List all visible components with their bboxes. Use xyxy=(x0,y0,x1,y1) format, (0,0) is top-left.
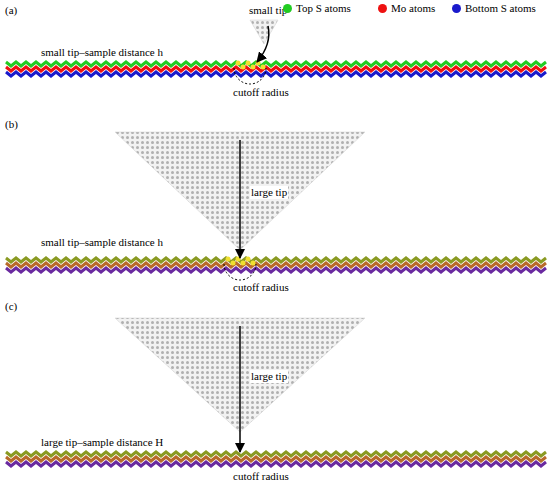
cutoff-atom xyxy=(241,65,246,70)
distance-arrow xyxy=(257,26,269,62)
distance-arrow xyxy=(239,326,241,452)
distance-arrow xyxy=(239,140,241,258)
small-tip xyxy=(250,20,278,44)
atom-row xyxy=(6,268,546,272)
atom-row xyxy=(6,462,546,466)
cutoff-atom xyxy=(246,257,251,262)
cutoff-atom xyxy=(226,257,231,262)
legend-swatch xyxy=(378,4,387,13)
panel-label: (b) xyxy=(4,118,19,131)
distance-label: large tip–sample distance H xyxy=(40,436,164,449)
legend-item: Bottom S atoms xyxy=(452,2,536,15)
cutoff-atom xyxy=(251,65,256,70)
cutoff-atom xyxy=(251,261,256,266)
cutoff-label: cutoff radius xyxy=(232,86,290,99)
cutoff-atom xyxy=(236,61,241,66)
distance-label: small tip–sample distance h xyxy=(40,236,164,249)
atom-row xyxy=(6,72,546,76)
cutoff-atom xyxy=(241,261,246,266)
cutoff-atom xyxy=(231,261,236,266)
legend-item: Mo atoms xyxy=(378,2,435,15)
legend-swatch xyxy=(283,4,292,13)
cutoff-label: cutoff radius xyxy=(232,281,290,294)
legend-swatch xyxy=(452,4,461,13)
cutoff-label: cutoff radius xyxy=(232,470,290,483)
legend-text: Top S atoms xyxy=(296,2,351,15)
legend-text: Mo atoms xyxy=(391,2,435,15)
panel-label: (a) xyxy=(4,4,18,17)
cutoff-arc xyxy=(234,68,266,84)
cutoff-atom xyxy=(261,65,266,70)
tip-label: large tip xyxy=(250,370,288,383)
panel-label: (c) xyxy=(4,300,18,313)
distance-label: small tip–sample distance h xyxy=(40,46,164,59)
cutoff-atom xyxy=(246,61,251,66)
legend-text: Bottom S atoms xyxy=(465,2,536,15)
tip-label: large tip xyxy=(250,186,288,199)
legend-item: Top S atoms xyxy=(283,2,351,15)
cutoff-arc xyxy=(224,264,256,280)
tip-label: small tip xyxy=(248,4,288,17)
